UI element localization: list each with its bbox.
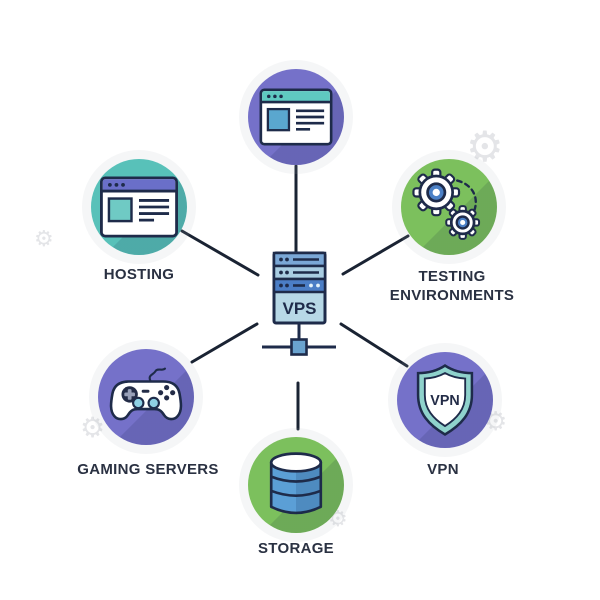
browser-window-icon <box>100 176 178 238</box>
node-hosting-circle <box>91 159 187 255</box>
node-testing-circle <box>401 159 497 255</box>
gamepad-icon <box>109 367 183 421</box>
ghost-gear-icon: ⚙ <box>34 226 54 251</box>
shield-icon: VPN <box>416 364 474 436</box>
network-hub-icon <box>262 323 336 356</box>
ghost-gear-icon: ⚙ <box>466 123 504 170</box>
connector-gaming <box>190 322 259 364</box>
node-web-circle <box>248 69 344 165</box>
connector-hosting <box>180 229 260 277</box>
node-storage-circle <box>248 437 344 533</box>
connector-testing <box>341 234 410 276</box>
node-storage-label: STORAGE <box>257 540 334 557</box>
gears-icon <box>412 168 481 240</box>
database-icon <box>269 451 323 514</box>
node-testing-label: TESTING ENVIRONMENTS <box>389 268 515 304</box>
node-hosting-label: HOSTING <box>103 266 175 283</box>
node-vpn-circle: VPN <box>397 352 493 448</box>
browser-window-icon <box>259 88 333 146</box>
connector-vpn <box>339 322 409 368</box>
node-gaming-label: GAMING SERVERS <box>77 461 219 478</box>
ghost-gear-icon: ⚙ <box>80 412 106 443</box>
vps-server-label: VPS <box>282 299 316 318</box>
node-vpn-label: VPN <box>427 461 459 478</box>
vps-server-icon: VPS <box>262 251 336 356</box>
node-gaming-circle <box>98 349 194 445</box>
shield-vpn-text: VPN <box>430 393 459 409</box>
